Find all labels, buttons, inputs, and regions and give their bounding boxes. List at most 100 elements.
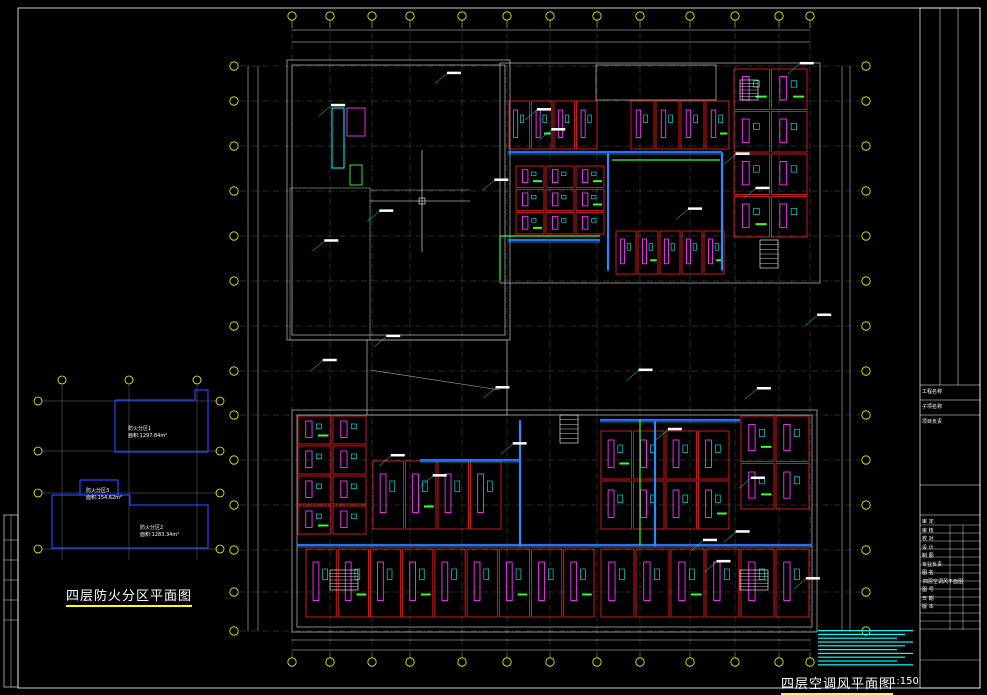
lower-east-fan-coil (748, 471, 756, 499)
title-block-row-label: 图 名 (922, 570, 934, 576)
annotation-text-bar (331, 103, 346, 107)
axis-bubble (229, 321, 239, 331)
lower-center-west-diffuser (389, 480, 396, 492)
lower-east-fan-coil (748, 424, 756, 452)
upper-right-center-fan-coil (582, 215, 589, 230)
upper-right-east-room (771, 196, 808, 238)
upper-right-center-diffuser (561, 218, 567, 223)
axis-bubble (861, 321, 871, 331)
fire-plan-axis-bubble (215, 544, 225, 554)
fire-zone-plan-title: 四层防火分区平面图 (66, 585, 193, 607)
notes-text-line (818, 652, 913, 654)
annotation-text-bar (432, 474, 447, 477)
wall-line (369, 369, 501, 391)
annotation-leader (524, 109, 538, 121)
upper-right-south-diffuser (714, 243, 719, 251)
upper-right-south-diffuser (648, 243, 653, 251)
axis-grid (240, 22, 860, 651)
hvac-duct-layout (297, 61, 832, 618)
upper-right-south-diffuser (626, 243, 631, 251)
fire-plan-axis-bubble (33, 446, 43, 456)
title-block-row-label: 子项名称 (922, 404, 943, 410)
fire-plan-axis-bubble (124, 375, 134, 385)
notes-text-line (818, 637, 897, 639)
lower-south-west-diffuser (451, 568, 457, 580)
lower-west-tag (318, 524, 329, 527)
lower-south-west-fan-coil (344, 561, 352, 601)
axis-bubble (861, 545, 871, 555)
lower-center-east-fan-coil (640, 439, 647, 468)
lower-east-diffuser (758, 428, 765, 437)
upper-right-center-tag (533, 180, 542, 183)
upper-right-north-room (553, 100, 575, 150)
fire-plan-axis-bubble (33, 544, 43, 554)
lower-south-east-fan-coil (748, 561, 756, 601)
lower-west-fan-coil (340, 420, 348, 438)
axis-bubble (229, 366, 239, 376)
annotation-text-bar (322, 358, 337, 362)
lower-center-east-fan-coil (640, 489, 647, 518)
upper-right-center-room (575, 212, 605, 235)
annotation-leader (805, 315, 818, 326)
upper-right-east-tag (755, 223, 767, 226)
lower-south-west-diffuser (386, 568, 393, 580)
annotation-text-bar (512, 442, 527, 445)
stair (739, 569, 769, 591)
annotation-text-bar (495, 386, 510, 389)
annotation-leader (310, 360, 323, 371)
upper-right-east-diffuser (790, 165, 798, 173)
notes-text-line (818, 645, 905, 647)
upper-right-south-fan-coil (620, 238, 625, 265)
lower-east-fan-coil (783, 471, 791, 499)
fire-plan-axis-bubble (192, 375, 202, 385)
lower-west-room (297, 415, 332, 445)
axis-bubble (861, 276, 871, 286)
wall-outline (366, 339, 508, 416)
notes-text-line (818, 664, 913, 666)
lower-east-room (740, 463, 775, 510)
lower-south-west-diffuser (354, 568, 361, 580)
upper-right-east-room (771, 68, 808, 110)
upper-right-center-diffuser (561, 195, 567, 200)
lower-center-west-fan-coil (379, 473, 387, 513)
axis-bubble (861, 96, 871, 106)
upper-right-center-fan-coil (582, 169, 589, 183)
axis-bubble (229, 231, 239, 241)
lower-south-west-room (466, 548, 498, 618)
notes-text-line (818, 633, 905, 635)
axis-bubble (229, 587, 239, 597)
lower-center-east-diffuser (715, 444, 721, 453)
lower-south-east-fan-coil (678, 561, 686, 601)
fire-zone-boundary-1 (114, 389, 209, 453)
cursor-pickbox (418, 197, 426, 205)
annotation-text-bar (755, 186, 770, 190)
upper-right-north-east-diffuser (643, 114, 648, 123)
notes-text-line (818, 630, 913, 632)
axis-bubble (861, 500, 871, 510)
title-block-row-label: 设 计 (922, 544, 934, 551)
upper-right-east-room (733, 153, 770, 195)
title-block-row-label: 四层空调风平面图 (923, 578, 964, 585)
lower-center-east-diffuser (682, 444, 689, 453)
upper-right-center-diffuser (531, 195, 537, 200)
annotation-leader (312, 241, 325, 252)
lower-south-west-diffuser (483, 568, 489, 580)
axis-bubble (861, 587, 871, 597)
upper-right-center-room (575, 188, 605, 212)
lower-east-fan-coil (783, 424, 791, 452)
upper-right-south-room (637, 230, 659, 275)
upper-right-east-diffuser (790, 80, 798, 88)
axis-bubble (861, 410, 871, 420)
upper-right-center-fan-coil (522, 192, 529, 207)
axis-bubble (861, 455, 871, 465)
notes-text-line (818, 641, 913, 643)
annotation-leader (744, 388, 758, 400)
upper-right-east-fan-coil (741, 161, 750, 186)
upper-right-center-tag (593, 180, 602, 183)
upper-right-center-fan-coil (582, 192, 589, 207)
lower-south-west-room (402, 548, 434, 618)
